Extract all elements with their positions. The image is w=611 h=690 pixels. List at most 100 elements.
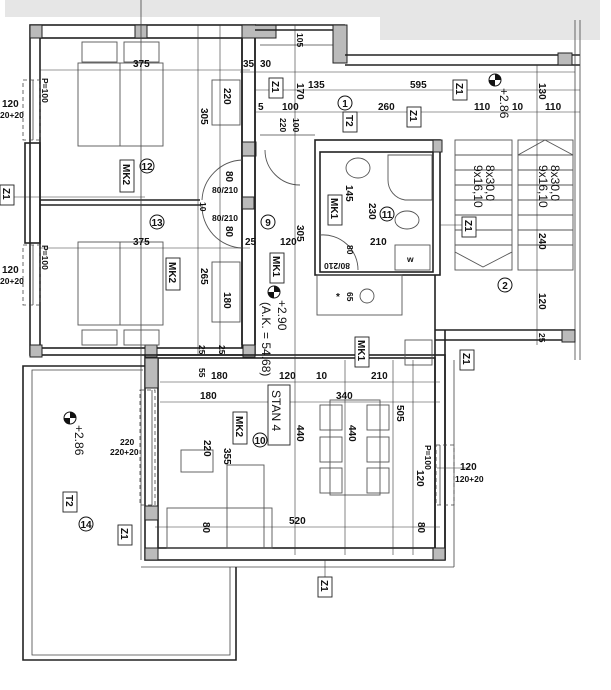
dimension: 340 — [336, 391, 353, 402]
dimension-labels: 375 305 220 375 265 180 80 80 10 35 30 1… — [133, 33, 562, 534]
dimension: 355 — [221, 448, 232, 465]
stair-spec: 9x16,10 — [536, 165, 550, 208]
dimension: 180 — [200, 391, 217, 402]
dimension: 5 — [258, 102, 264, 113]
room-number: 9 — [265, 218, 271, 229]
dimension: 80 — [345, 245, 355, 255]
material-tags: MK2 MK2 MK2 MK1 MK1 MK1 T2 T2 Z1 Z1 Z1 Z… — [0, 77, 477, 598]
dimension: 25 — [245, 237, 257, 248]
window-height: 20+20 — [0, 110, 24, 120]
windows — [22, 79, 455, 506]
window-sill: P=100 — [423, 445, 433, 470]
walls — [29, 0, 581, 568]
tag: T2 — [343, 115, 354, 127]
dimension: 25 — [537, 333, 547, 343]
dimension: 170 — [294, 83, 305, 100]
room-number: 14 — [80, 520, 92, 531]
dimension: 180 — [221, 292, 232, 309]
elevation-symbol-icon — [63, 411, 77, 425]
dimension: 65 — [345, 292, 355, 302]
dimension: 135 — [308, 80, 325, 91]
dimension: 80 — [415, 522, 426, 534]
dimension: 520 — [289, 516, 306, 527]
dimension: 25 — [217, 345, 227, 355]
dimension: 25 — [197, 345, 207, 355]
elevation-symbol-icon — [267, 285, 281, 299]
dimension: 10 — [512, 102, 524, 113]
room-number: 2 — [502, 281, 508, 292]
dimension: 260 — [378, 102, 395, 113]
dimension: 110 — [545, 102, 562, 113]
dimension: 120 — [280, 237, 297, 248]
stair-spec: 8x30,0 — [548, 165, 562, 201]
dimension: 100 — [291, 118, 301, 132]
dimension: 220 — [201, 440, 212, 457]
tag: MK1 — [328, 198, 339, 220]
tag: Z1 — [0, 188, 11, 200]
dimension: 120 — [414, 470, 425, 487]
dimension: 240 — [536, 233, 547, 250]
dimension: 80 — [223, 171, 234, 183]
window-sill: P=100 — [40, 245, 50, 270]
dimension: 80 — [200, 522, 211, 534]
window-sill: P=100 — [40, 78, 50, 103]
tag: Z1 — [407, 110, 418, 122]
dimension: 220 — [221, 88, 232, 105]
dimension: 10 — [316, 371, 328, 382]
tag: Z1 — [269, 81, 280, 93]
room-numbers: 12 13 9 11 10 1 2 14 — [78, 95, 513, 532]
window-height: 20+20 — [0, 276, 24, 286]
room-number: 12 — [141, 162, 153, 173]
dimension: 305 — [198, 108, 209, 125]
tag: MK2 — [166, 262, 177, 284]
elevation-terrace: +2.86 — [72, 425, 86, 456]
room-number: 1 — [342, 99, 348, 110]
tag: MK1 — [270, 256, 281, 278]
dimension: 120 — [279, 371, 296, 382]
dimension: 210 — [370, 237, 387, 248]
dimension: 210 — [371, 371, 388, 382]
dimension: 595 — [410, 80, 427, 91]
dimension: 35 — [243, 59, 255, 70]
apartment-label: STAN 4 — [269, 390, 283, 431]
elevation-markers — [63, 73, 502, 425]
tag: MK2 — [233, 416, 244, 438]
redacted-header-block — [380, 0, 600, 40]
tag: Z1 — [318, 580, 329, 592]
room-number: 10 — [254, 436, 266, 447]
dimension: 105 — [295, 33, 305, 47]
tag: Z1 — [462, 220, 473, 232]
door-size: 80/210 — [212, 213, 238, 223]
dimension: 180 — [211, 371, 228, 382]
dimension: 375 — [133, 59, 150, 70]
room-number: 11 — [382, 210, 393, 221]
furniture — [77, 41, 574, 549]
terrace-outline — [22, 365, 237, 661]
dimension: 375 — [133, 237, 150, 248]
door-size: 80/210 — [324, 261, 350, 271]
apartment-area: (A.K. = 54.68) — [259, 302, 273, 376]
tag: MK2 — [120, 164, 131, 186]
room-number: 13 — [151, 218, 163, 229]
dimension: 505 — [394, 405, 405, 422]
dimension: 440 — [346, 425, 357, 442]
elevation-corridor: +2.90 — [275, 300, 289, 331]
elevation-symbol-icon — [488, 73, 502, 87]
elevation-balcony: +2.86 — [497, 88, 511, 119]
washer-label: w — [406, 254, 414, 264]
dimension: 220 — [278, 118, 288, 132]
tag: Z1 — [118, 528, 129, 540]
tag: Z1 — [460, 353, 471, 365]
dimension: 30 — [260, 59, 272, 70]
tag: Z1 — [453, 83, 464, 95]
dimension: 55 — [197, 368, 207, 378]
dimension: 230 — [366, 203, 377, 220]
dimension: 265 — [198, 268, 209, 285]
doors — [201, 149, 359, 271]
dimension: 120 — [536, 293, 547, 310]
stair-spec: 8x30,0 — [483, 165, 497, 201]
tag: T2 — [63, 495, 74, 507]
window-width: 220 — [120, 437, 134, 447]
window-height: 220+20 — [110, 447, 139, 457]
